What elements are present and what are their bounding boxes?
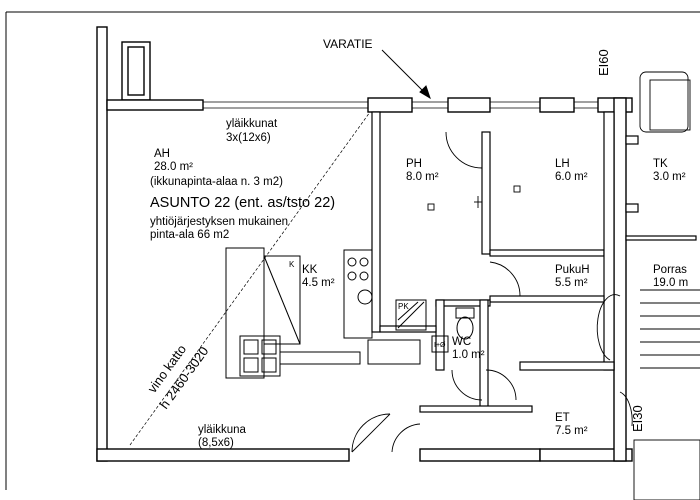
k-mark: K (289, 260, 295, 269)
room-ah-name: AH (154, 148, 170, 160)
ei60-label: EI60 (596, 49, 611, 76)
room-ah-area: 28.0 m² (154, 161, 193, 173)
apartment-title: ASUNTO 22 (ent. as/tsto 22) (150, 195, 336, 211)
room-lh-name: LH (555, 158, 570, 170)
room-porras-name: Porras (653, 264, 687, 276)
skylights-size: 3x(12x6) (226, 132, 271, 144)
top-windows (203, 101, 598, 109)
drawing-frame (5, 11, 700, 490)
sloped-ceiling-line (129, 111, 371, 446)
room-kk-name: KK (302, 264, 318, 276)
staircase (633, 71, 700, 500)
room-tk-area: 3.0 m² (653, 171, 686, 183)
kitchen (225, 247, 427, 379)
skylight-label: yläikkuna (198, 424, 246, 436)
room-et-area: 7.5 m² (555, 425, 588, 437)
exterior-walls (96, 26, 633, 462)
light-fixtures (427, 185, 521, 211)
varatie-arrow (381, 49, 431, 100)
room-et-name: ET (555, 412, 570, 424)
room-kk-area: 4.5 m² (302, 277, 335, 289)
varatie-label: VARATIE (323, 37, 373, 51)
wc-symbol: I+Ø (434, 342, 446, 349)
window-area-note: (ikkunapinta-alaa n. 3 m2) (150, 176, 283, 188)
room-lh-area: 6.0 m² (555, 171, 588, 183)
room-tk-name: TK (653, 158, 668, 170)
pk-mark: PK (398, 302, 409, 311)
door-swings (351, 131, 633, 453)
room-ph-area: 8.0 m² (406, 171, 439, 183)
interior-walls (371, 111, 697, 413)
area-note-line2: pinta-ala 66 m2 (150, 229, 230, 241)
skylights-label: yläikkunat (226, 118, 278, 130)
room-porras-area: 19.0 m (653, 277, 689, 289)
room-pukuh-name: PukuH (555, 264, 590, 276)
room-wc-area: 1.0 m² (452, 349, 485, 361)
area-note-line1: yhtiöjärjestyksen mukainen (150, 216, 289, 228)
skylight-size: (8,5x6) (198, 437, 234, 449)
room-wc-name: WC (452, 336, 472, 348)
room-pukuh-area: 5.5 m² (555, 277, 588, 289)
ei30-label: EI30 (630, 405, 645, 432)
room-ph-name: PH (406, 158, 422, 170)
wc-fixtures (431, 307, 475, 353)
